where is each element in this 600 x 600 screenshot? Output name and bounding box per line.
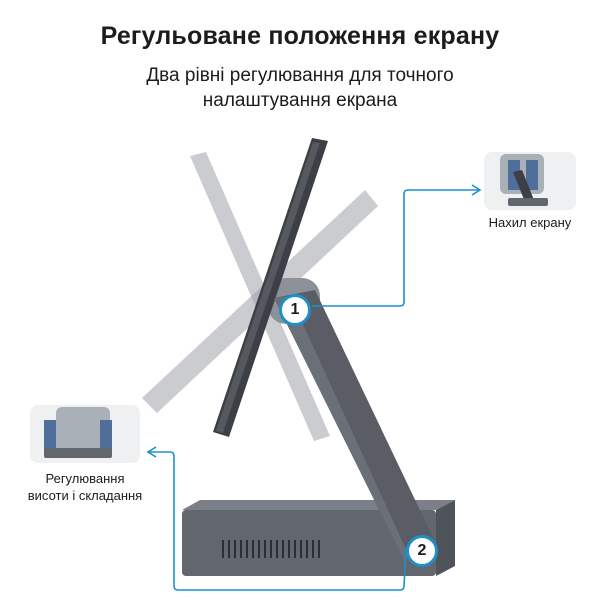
- callout-marker-1: 1: [279, 294, 311, 326]
- page-title: Регульоване положення екрану: [100, 22, 500, 50]
- arrow-heads: [146, 184, 482, 458]
- stand-arm: [274, 290, 438, 560]
- vent-grille: [222, 540, 320, 558]
- height-caption-line-1: Регулювання: [45, 471, 125, 486]
- height-caption-line-2: висоти і складання: [27, 488, 143, 503]
- callout-marker-2: 2: [406, 535, 438, 567]
- thumbnail-tilt-illustration: [484, 152, 576, 210]
- thumbnail-height-illustration: [30, 405, 140, 463]
- tilt-caption: Нахил екрану: [488, 215, 572, 230]
- subtitle-line-2: налаштування екрана: [202, 90, 398, 111]
- subtitle-line-1: Два рівні регулювання для точного: [146, 65, 454, 86]
- page-subtitle: Два рівні регулювання для точного налашт…: [0, 63, 600, 113]
- main-screen: [213, 138, 328, 437]
- callout-lines: [148, 189, 480, 591]
- height-caption: Регулювання висоти і складання: [0, 470, 170, 504]
